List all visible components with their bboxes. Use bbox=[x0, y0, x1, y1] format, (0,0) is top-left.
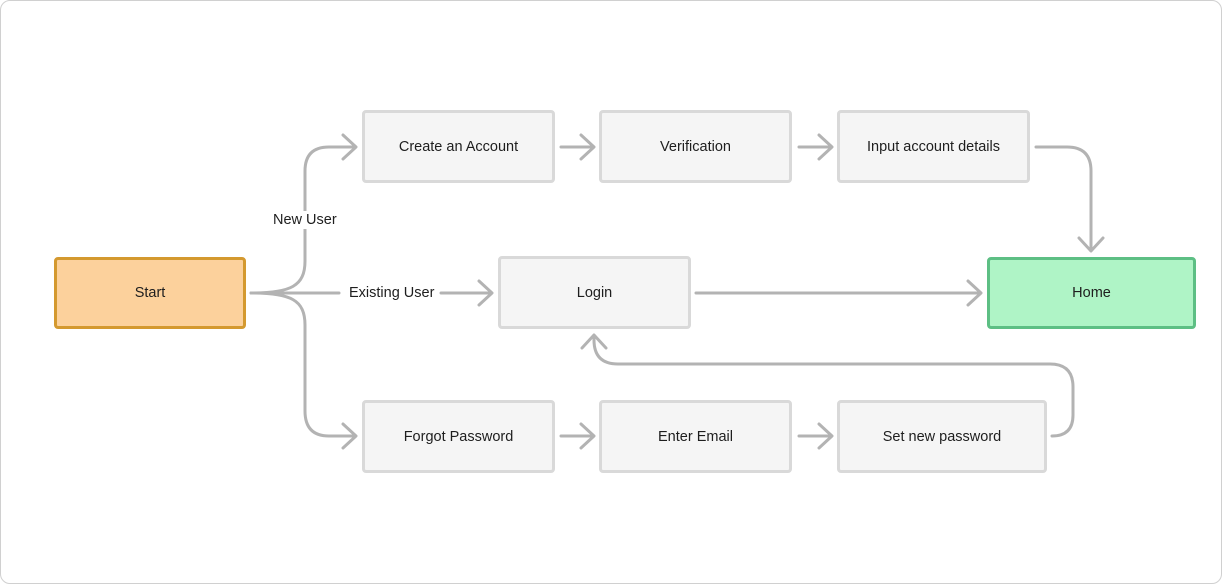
node-forgot-password[interactable]: Forgot Password bbox=[362, 400, 555, 473]
arrowhead-input-details bbox=[817, 133, 834, 161]
node-start[interactable]: Start bbox=[54, 257, 246, 329]
connector-set-password-to-login bbox=[592, 335, 1075, 438]
node-set-new-password[interactable]: Set new password bbox=[837, 400, 1047, 473]
node-input-account-details[interactable]: Input account details bbox=[837, 110, 1030, 183]
node-login[interactable]: Login bbox=[498, 256, 691, 329]
edge-label-existing-user: Existing User bbox=[346, 284, 438, 302]
node-home[interactable]: Home bbox=[987, 257, 1196, 329]
node-create-account[interactable]: Create an Account bbox=[362, 110, 555, 183]
arrowhead-create-account bbox=[341, 133, 358, 161]
arrowhead-home-top bbox=[1077, 236, 1105, 253]
arrowhead-verification bbox=[579, 133, 596, 161]
arrowhead-login bbox=[477, 279, 494, 307]
arrowhead-enter-email bbox=[579, 422, 596, 450]
arrowhead-forgot-password bbox=[341, 422, 358, 450]
arrowhead-login-bottom bbox=[580, 333, 608, 350]
connector-start-to-forgot-password bbox=[249, 291, 357, 438]
arrowhead-home-left bbox=[966, 279, 983, 307]
arrowhead-set-password bbox=[817, 422, 834, 450]
node-enter-email[interactable]: Enter Email bbox=[599, 400, 792, 473]
node-verification[interactable]: Verification bbox=[599, 110, 792, 183]
edge-label-new-user: New User bbox=[270, 211, 340, 229]
connector-input-to-home bbox=[1034, 145, 1093, 251]
